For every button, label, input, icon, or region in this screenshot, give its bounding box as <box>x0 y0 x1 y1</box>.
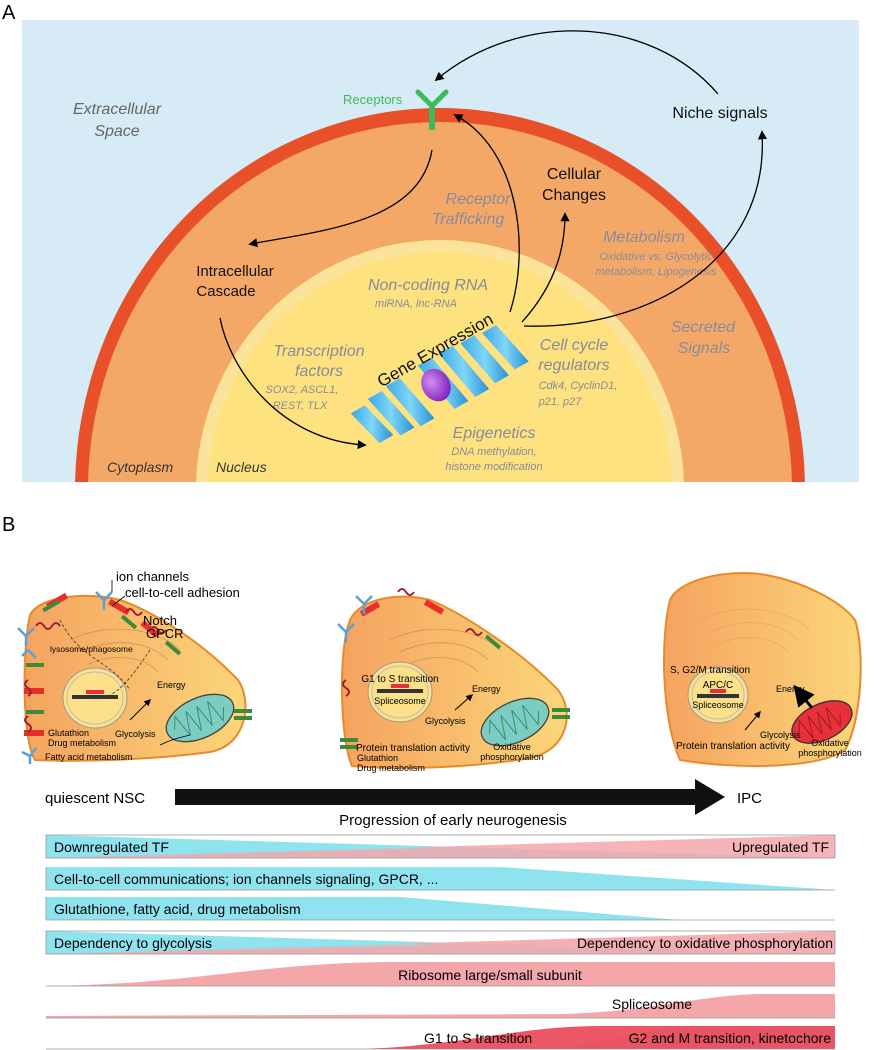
ribbon-bar-spliceosome: Spliceosome <box>46 994 835 1019</box>
quiescent-nsc-cell <box>23 594 247 762</box>
start-label: quiescent NSC <box>45 790 145 807</box>
cell3-spliceosome-label: Spliceosome <box>692 700 744 710</box>
receptor-icon <box>415 89 449 130</box>
dna-ribbon-icon <box>350 324 529 444</box>
lysosome-label: lysosome/phagosome <box>50 644 133 654</box>
cellcycle-line2: regulators <box>538 357 609 374</box>
ipc-cell <box>663 572 862 767</box>
cellcycle-sub1: Cdk4, CyclinD1, <box>539 380 618 392</box>
adhesion-pointer <box>111 595 126 607</box>
ribbon-bars: Downregulated TF Upregulated TF Cell-to-… <box>45 834 836 1050</box>
cell1-glycolysis-label: Glycolysis <box>115 729 156 739</box>
bar-tf-left: Downregulated TF <box>54 839 169 855</box>
ribbon-bar-ribosome: Ribosome large/small subunit <box>46 962 835 987</box>
ribbon-bar-cellcycle: G1 to S transition G2 and M transition, … <box>46 1026 835 1050</box>
cell3-glycolysis-label: Glycolysis <box>760 730 801 740</box>
cell3-oxphos-2: phosphorylation <box>798 748 862 758</box>
cellular-changes-line1: Cellular <box>547 166 602 183</box>
cell2-drug-label: Drug metabolism <box>357 763 425 773</box>
signaling-arrows <box>219 30 767 450</box>
cell1-energy-label: Energy <box>157 680 186 690</box>
ribbon-bar-communications: Cell-to-cell communications; ion channel… <box>45 867 835 891</box>
nucleus-region <box>208 252 672 482</box>
cell3-apcc-label: APC/C <box>703 680 734 691</box>
bar-tf-right: Upregulated TF <box>732 839 829 855</box>
cell2-protein-label: Protein translation activity <box>356 743 470 754</box>
epigenetics-label: Epigenetics <box>453 425 536 442</box>
tf-line1: Transcription <box>273 343 364 360</box>
noncoding-label: Non-coding RNA <box>368 277 488 294</box>
cell1-fatty-label: Fatty acid metabolism <box>45 752 133 762</box>
cellcycle-line1: Cell cycle <box>540 337 609 354</box>
bar-metab-left: Glutathione, fatty acid, drug metabolism <box>54 901 301 917</box>
metabolism-label: Metabolism <box>603 229 685 246</box>
tf-sub2: REST, TLX <box>273 400 328 412</box>
bar-energy-right: Dependency to oxidative phosphorylation <box>577 935 833 951</box>
bar-comm-left: Cell-to-cell communications; ion channel… <box>54 871 438 887</box>
panel-b-label: B <box>2 514 15 536</box>
bar-splice-right: Spliceosome <box>612 996 692 1012</box>
extracellular-line1: Extracellular <box>73 101 162 118</box>
cell2-oxphos-1: Oxidative <box>493 742 531 752</box>
ribbon-bar-energy: Dependency to glycolysis Dependency to o… <box>45 930 836 955</box>
metabolism-sub2: metabolism, Lipogenesis <box>595 266 717 278</box>
bar-energy-left: Dependency to glycolysis <box>54 935 212 951</box>
cytoplasm-label: Cytoplasm <box>107 459 173 475</box>
progression-arrow <box>175 779 725 815</box>
intracellular-line2: Cascade <box>196 283 255 300</box>
bar-cc-left: G1 to S transition <box>424 1030 532 1046</box>
protein-icon <box>421 368 451 402</box>
cell2-oxphos-2: phosphorylation <box>480 752 544 762</box>
adhesion-label: cell-to-cell adhesion <box>125 585 240 600</box>
secreted-line2: Signals <box>678 340 730 357</box>
cell2-energy-label: Energy <box>472 684 501 694</box>
panel-a-label: A <box>2 2 16 24</box>
cell1-glutathion-label: Glutathion <box>48 728 89 738</box>
end-label: IPC <box>737 790 762 807</box>
cellcycle-sub2: p21, p27 <box>538 396 583 408</box>
receptor-trafficking-line1: Receptor <box>446 191 512 208</box>
progression-label: Progression of early neurogenesis <box>339 812 567 829</box>
secreted-line1: Secreted <box>671 319 736 336</box>
extracellular-line2: Space <box>94 123 139 140</box>
ribbon-bar-metabolism: Glutathione, fatty acid, drug metabolism <box>45 897 835 921</box>
bar-cc-right: G2 and M transition, kinetochore <box>629 1030 832 1046</box>
epigenetics-sub2: histone modification <box>445 461 542 473</box>
tf-sub1: SOX2, ASCL1, <box>266 384 339 396</box>
cell2-spliceosome-label: Spliceosome <box>374 696 426 706</box>
cell3-oxphos-1: Oxidative <box>811 738 849 748</box>
tf-line2: factors <box>295 363 343 380</box>
epigenetics-sub1: DNA methylation, <box>451 446 536 458</box>
cell3-sg2m-label: S, G2/M transition <box>670 665 750 676</box>
nucleus-label: Nucleus <box>216 459 267 475</box>
cell2-glutathion-label: Glutathion <box>357 753 398 763</box>
intermediate-cell <box>337 588 570 769</box>
cellular-changes-line2: Changes <box>542 187 606 204</box>
receptors-label: Receptors <box>343 92 403 107</box>
cell3-protein-label: Protein translation activity <box>676 741 790 752</box>
membrane-receptor-icons <box>17 591 252 764</box>
bar-ribosome-right: Ribosome large/small subunit <box>398 967 582 983</box>
niche-signals-label: Niche signals <box>672 105 767 122</box>
cell2-g1s-label: G1 to S transition <box>361 674 438 685</box>
cell3-energy-label: Energy <box>776 684 805 694</box>
intracellular-line1: Intracellular <box>196 263 274 280</box>
gpcr-label: GPCR <box>146 626 184 641</box>
cell1-drug-label: Drug metabolism <box>48 738 116 748</box>
ribbon-bar-tf: Downregulated TF Upregulated TF <box>45 834 836 859</box>
notch-label: Notch <box>143 613 177 628</box>
cell2-glycolysis-label: Glycolysis <box>425 716 466 726</box>
noncoding-sub: miRNA, lnc-RNA <box>375 298 457 310</box>
ion-channels-label: ion channels <box>116 569 189 584</box>
metabolism-sub1: Oxidative vs. Glycolytic <box>599 251 713 263</box>
receptor-trafficking-line2: Trafficking <box>432 211 505 228</box>
